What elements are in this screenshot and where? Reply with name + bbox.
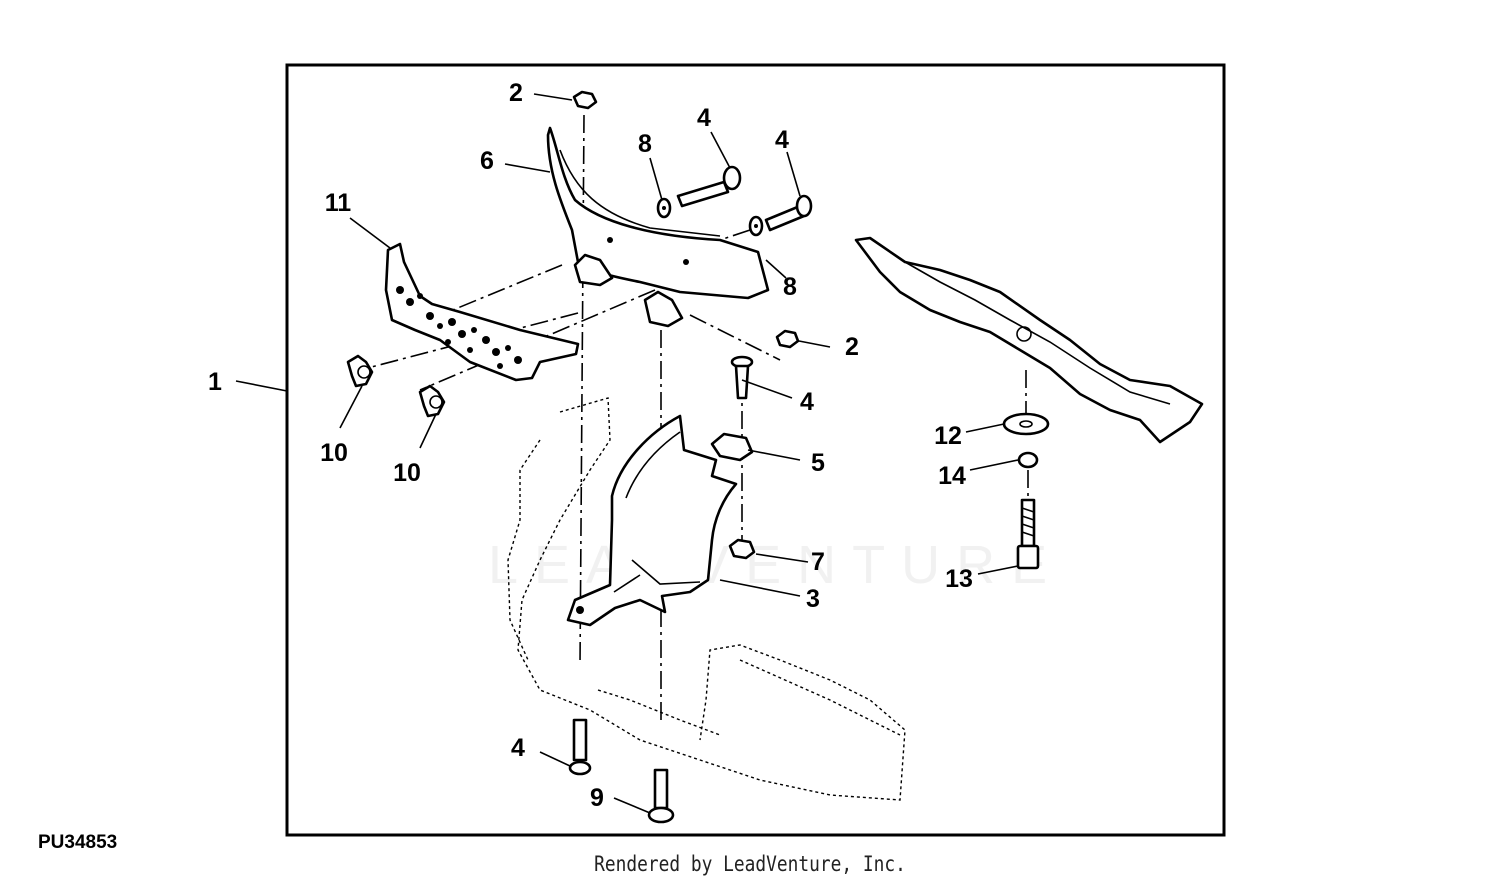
nut-2-right [775,329,800,349]
callout-10-left: 10 [320,439,348,467]
footer-credit: Rendered by LeadVenture, Inc. [594,852,906,876]
bolt-4-top-left [676,165,742,208]
bolt-4-top-right [764,194,813,232]
callout-4-middle: 4 [800,388,814,416]
callout-14: 14 [938,462,966,490]
callout-4-bottom: 4 [511,734,525,762]
wing-nut-10-right [418,384,446,418]
figure-id: PU34853 [38,832,118,853]
nut-7 [728,538,756,560]
washer-12 [1002,412,1050,436]
callout-4-top-left: 4 [697,104,711,132]
deck-outline [507,397,906,801]
callout-3: 3 [806,585,820,613]
callout-2-right: 2 [845,333,859,361]
lower-deflector-3 [566,414,738,627]
clip-5 [710,432,754,462]
assembly-lines [359,114,1029,720]
callout-4-top-right: 4 [775,126,789,154]
carriage-bolt-4-middle [730,355,754,400]
bolt-9-bottom [647,768,675,824]
bolt-4-bottom [568,718,592,776]
callout-1: 1 [208,368,222,396]
callout-13: 13 [945,565,973,593]
diagram-frame [285,63,1226,837]
nut-14 [1017,451,1039,469]
callout-5: 5 [811,449,825,477]
callout-11: 11 [325,189,352,217]
mulch-plate-11 [384,242,580,382]
bolt-13 [1016,498,1040,570]
leader-lines [235,93,1019,814]
callout-10-right: 10 [393,459,421,487]
wing-nut-10-left [346,354,374,388]
mower-blade [854,236,1204,444]
callout-9: 9 [590,784,604,812]
nut-2-top [572,90,598,110]
callout-12: 12 [934,422,962,450]
callout-8-right: 8 [783,273,797,301]
washer-8-top [656,197,672,219]
callout-8-top: 8 [638,130,652,158]
callout-2-top: 2 [509,79,523,107]
upper-bracket-6 [546,126,770,328]
callout-7: 7 [811,548,825,576]
washer-8-right [748,215,764,237]
callout-labels: 1 2 2 3 4 4 4 4 5 6 7 8 8 9 10 10 11 12 … [208,79,973,812]
callout-6: 6 [480,147,494,175]
